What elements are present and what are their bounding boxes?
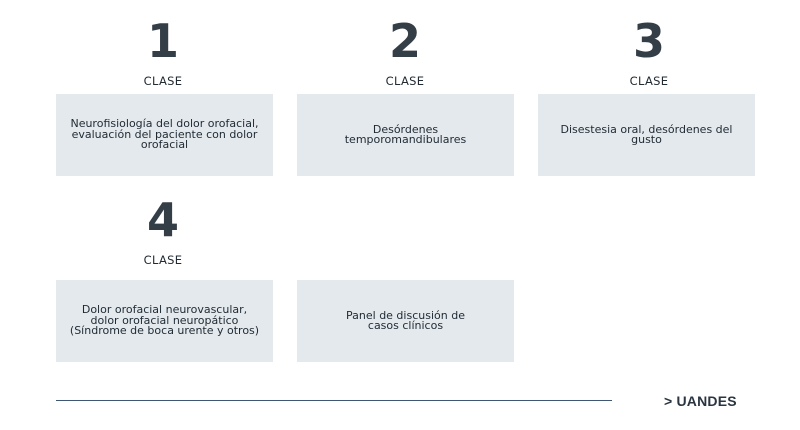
- class-label: CLASE: [385, 74, 425, 88]
- class-heading-4: 4 CLASE: [113, 197, 213, 267]
- footer-divider: [56, 400, 612, 401]
- class-heading-3: 3 CLASE: [599, 18, 699, 88]
- topic-card-text: Dolor orofacial neurovascular, dolor oro…: [69, 303, 260, 338]
- topic-card-text: Disestesia oral, desórdenes del gusto: [560, 122, 733, 146]
- brand-logo: > UANDES: [664, 393, 737, 409]
- topic-card-1: Neurofisiología del dolor orofacial, eva…: [56, 94, 273, 176]
- topic-card-5: Panel de discusión de casos clínicos: [297, 280, 514, 362]
- class-label: CLASE: [143, 74, 183, 88]
- topic-card-text: Panel de discusión de casos clínicos: [346, 308, 465, 332]
- topic-card-text: Neurofisiología del dolor orofacial, eva…: [70, 117, 259, 152]
- class-number: 3: [632, 14, 665, 68]
- topic-card-4: Dolor orofacial neurovascular, dolor oro…: [56, 280, 273, 362]
- class-label: CLASE: [629, 74, 669, 88]
- class-label: CLASE: [143, 253, 183, 267]
- class-number: 4: [146, 193, 179, 247]
- class-number: 1: [146, 14, 179, 68]
- topic-card-2: Desórdenes temporomandibulares: [297, 94, 514, 176]
- class-number: 2: [388, 14, 421, 68]
- topic-card-text: Desórdenes temporomandibulares: [344, 122, 467, 146]
- class-heading-2: 2 CLASE: [355, 18, 455, 88]
- class-heading-1: 1 CLASE: [113, 18, 213, 88]
- topic-card-3: Disestesia oral, desórdenes del gusto: [538, 94, 755, 176]
